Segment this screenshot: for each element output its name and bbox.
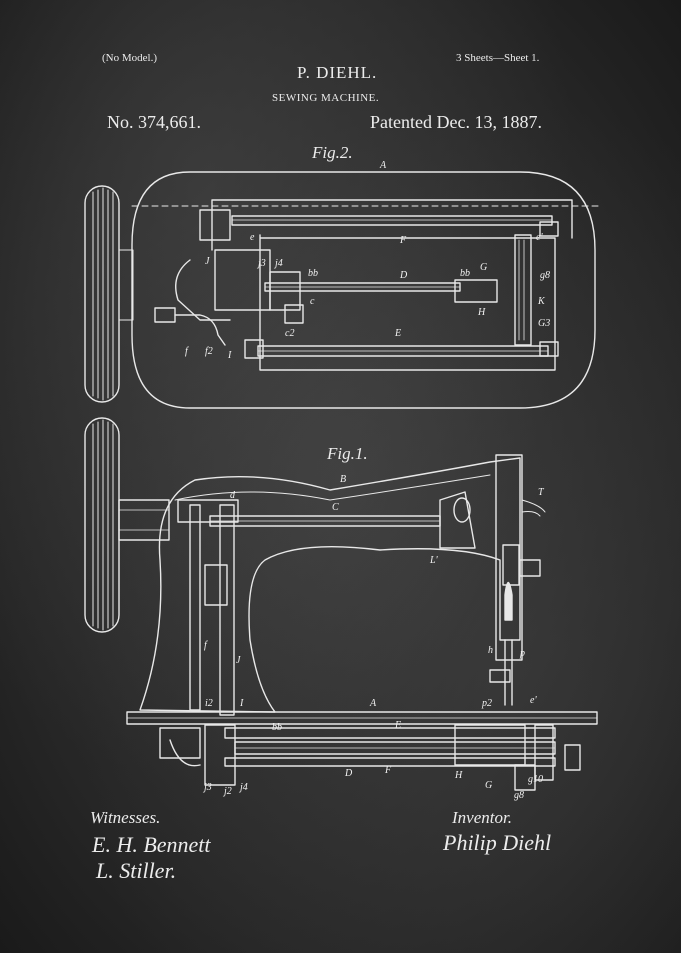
fig2-handwheel — [84, 185, 120, 403]
fig1-label: g8 — [514, 790, 524, 801]
fig1-label: T — [538, 487, 544, 498]
sheets-note: 3 Sheets—Sheet 1. — [456, 52, 540, 64]
fig2-label: K — [538, 296, 545, 307]
inventor-label: Inventor. — [452, 808, 512, 827]
fig2-label: bb — [460, 268, 470, 279]
fig2-label: J — [205, 256, 210, 267]
fig2-frame — [211, 199, 573, 371]
fig2-label: g8 — [540, 270, 550, 281]
fig2-label: A — [380, 160, 387, 171]
fig1-arm — [139, 457, 521, 713]
fig1-label: p2 — [482, 698, 492, 709]
patent-number: No. 374,661. — [107, 112, 201, 132]
fig2-label: G — [480, 262, 488, 273]
fig2-label: j3 — [258, 258, 266, 269]
fig1-label: g10 — [528, 774, 543, 785]
fig1-rod-f — [189, 504, 201, 711]
fig1-label: G — [485, 780, 493, 791]
fig2-label: D — [400, 270, 408, 281]
fig2-cam-h — [454, 279, 498, 303]
fig1-label: F — [385, 765, 392, 776]
fig1-label: C — [332, 502, 339, 513]
fig1-label: H — [455, 770, 463, 781]
fig2-drawing — [84, 171, 599, 409]
fig2-right-gear — [514, 234, 532, 346]
fig2-label: e' — [536, 232, 543, 243]
fig1-handwheel — [84, 417, 120, 633]
fig1-label: j3 — [204, 782, 212, 793]
fig2-label: c — [310, 296, 315, 307]
fig2-label: e — [250, 232, 255, 243]
fig2-label: f2 — [205, 346, 213, 357]
fig2-label: f — [185, 346, 188, 357]
fig1-cam-h — [454, 724, 526, 766]
fig2-label: I — [228, 350, 232, 361]
fig1-label: e' — [530, 695, 537, 706]
fig1-label: j4 — [240, 782, 248, 793]
fig1-label: j2 — [224, 786, 232, 797]
fig2-label: F — [400, 235, 407, 246]
fig1-label: d — [230, 490, 235, 501]
patent-title: SEWING MACHINE. — [272, 92, 380, 104]
witnesses-label: Witnesses. — [90, 808, 161, 827]
fig2-shaft-f — [231, 215, 553, 226]
fig2-label: E — [395, 328, 402, 339]
inventor-name: P. DIEHL. — [297, 63, 378, 82]
fig1-label: D — [345, 768, 353, 779]
witness-signature-2: L. Stiller. — [96, 858, 177, 883]
fig2-label: c2 — [285, 328, 295, 339]
patented-date: Patented Dec. 13, 1887. — [370, 112, 542, 132]
fig1-label: B — [340, 474, 347, 485]
fig1-label: p — [520, 648, 525, 659]
fig1-shaft-e — [224, 727, 556, 739]
fig1-label: bb — [272, 722, 282, 733]
fig1-label: I — [240, 698, 244, 709]
fig1-label: A — [370, 698, 377, 709]
fig2-label: G3 — [538, 318, 551, 329]
fig1-rod-j — [219, 504, 235, 716]
fig2-label: H — [478, 307, 486, 318]
inventor-signature: Philip Diehl — [443, 830, 552, 855]
witness-signature-1: E. H. Bennett — [92, 832, 211, 857]
fig2-label: j4 — [275, 258, 283, 269]
fig1-label: h — [488, 645, 493, 656]
fig1-drawing — [84, 417, 598, 791]
fig2-label: bb — [308, 268, 318, 279]
fig1-label: i2 — [205, 698, 213, 709]
model-note: (No Model.) — [102, 52, 157, 64]
fig1-shaft-f — [224, 757, 556, 767]
fig1-label: J — [236, 655, 241, 666]
fig1-label: E — [395, 720, 402, 731]
fig1-caption: Fig.1. — [327, 444, 368, 463]
fig1-label: f — [204, 640, 207, 651]
fig1-head — [495, 454, 523, 661]
fig2-caption: Fig.2. — [312, 143, 353, 162]
fig1-label: L' — [430, 555, 438, 566]
fig2-base-outline — [131, 171, 596, 409]
